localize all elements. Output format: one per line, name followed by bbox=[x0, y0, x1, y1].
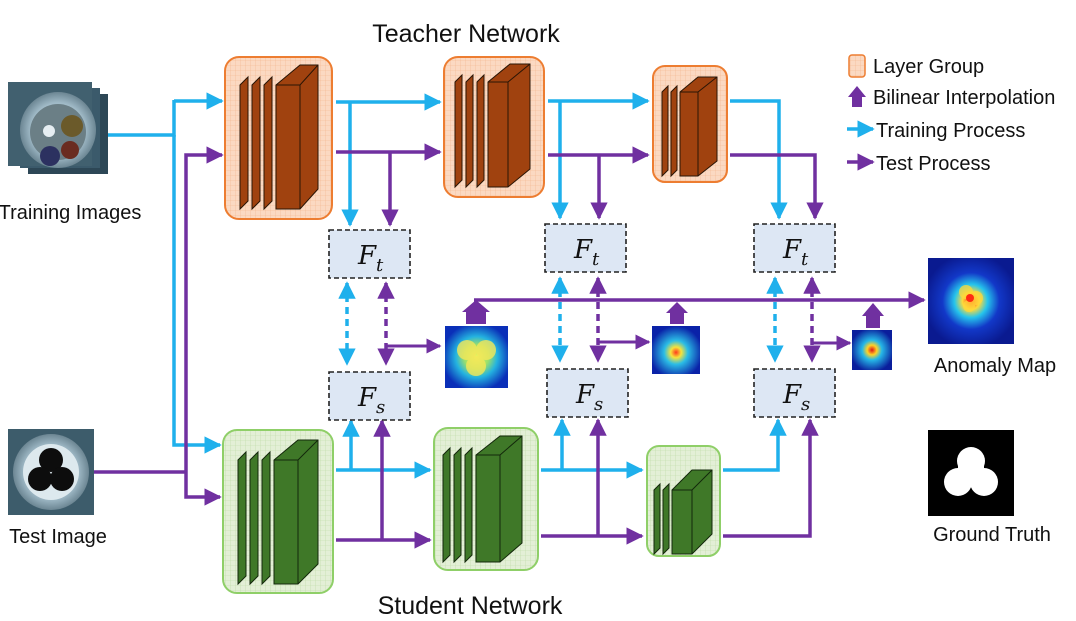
teacher-layer-group-1 bbox=[224, 56, 333, 220]
svg-text:Fs: Fs bbox=[357, 383, 385, 418]
teacher-feature-symbol: F bbox=[782, 235, 802, 265]
teacher-feature-box-2: Ft bbox=[544, 223, 627, 273]
student-test-flow bbox=[336, 418, 819, 549]
svg-text:Fs: Fs bbox=[575, 380, 603, 415]
teacher-feature-box-3: Ft bbox=[753, 223, 836, 273]
teacher-training-flow bbox=[336, 92, 788, 227]
heatmap-stage-1 bbox=[445, 326, 508, 388]
svg-text:Ft: Ft bbox=[782, 235, 809, 270]
bilinear-upsample-icon bbox=[666, 302, 688, 324]
student-feature-box-1: Fs bbox=[328, 371, 411, 421]
student-layer-group-3 bbox=[646, 445, 721, 557]
training-images-thumbnail bbox=[8, 82, 108, 174]
heatmap-stage-2 bbox=[652, 326, 700, 374]
test-image-thumbnail bbox=[8, 429, 94, 515]
student-feature-box-2: Fs bbox=[546, 368, 629, 418]
svg-text:Ft: Ft bbox=[357, 241, 384, 276]
teacher-test-flow bbox=[336, 143, 824, 227]
legend-bilinear-icon bbox=[848, 86, 866, 107]
legend: Layer Group Bilinear Interpolation Train… bbox=[847, 54, 1055, 175]
training-input-arrows bbox=[108, 92, 224, 454]
teacher-feature-subscript: t bbox=[801, 249, 809, 270]
teacher-feature-subscript: t bbox=[376, 255, 384, 276]
ground-truth-label: Ground Truth bbox=[933, 524, 1051, 546]
student-layer-group-1 bbox=[222, 429, 334, 594]
difference-map-arrows bbox=[386, 334, 852, 354]
anomaly-map-image bbox=[928, 258, 1014, 344]
training-images-label: Training Images bbox=[0, 202, 141, 224]
teacher-feature-box-1: Ft bbox=[328, 229, 411, 279]
teacher-feature-subscript: t bbox=[592, 249, 600, 270]
student-feature-symbol: F bbox=[357, 383, 377, 413]
bilinear-upsample-icon bbox=[462, 300, 490, 324]
teacher-network-title: Teacher Network bbox=[372, 20, 560, 48]
legend-layer-group-swatch bbox=[848, 54, 866, 78]
test-image-label: Test Image bbox=[9, 526, 107, 548]
student-feature-subscript: s bbox=[594, 394, 603, 415]
ground-truth-image bbox=[928, 430, 1014, 516]
student-layer-group-2 bbox=[433, 427, 539, 571]
legend-training-label: Training Process bbox=[876, 120, 1025, 142]
student-network-title: Student Network bbox=[378, 592, 563, 620]
teacher-feature-symbol: F bbox=[573, 235, 593, 265]
svg-text:Ft: Ft bbox=[573, 235, 600, 270]
teacher-layer-group-3 bbox=[652, 65, 728, 183]
dashed-training-comparisons bbox=[338, 276, 784, 366]
student-feature-subscript: s bbox=[376, 397, 385, 418]
teacher-layer-group-2 bbox=[443, 56, 545, 198]
legend-layer-group-label: Layer Group bbox=[873, 56, 984, 78]
student-feature-symbol: F bbox=[575, 380, 595, 410]
student-feature-subscript: s bbox=[801, 394, 810, 415]
legend-test-label: Test Process bbox=[876, 153, 990, 175]
teacher-feature-symbol: F bbox=[357, 241, 377, 271]
student-feature-box-3: Fs bbox=[753, 368, 836, 418]
test-input-arrows bbox=[94, 146, 224, 506]
heatmap-stage-3 bbox=[852, 330, 892, 370]
dashed-test-comparisons bbox=[377, 276, 821, 366]
legend-bilinear-label: Bilinear Interpolation bbox=[873, 87, 1055, 109]
anomaly-map-label: Anomaly Map bbox=[934, 355, 1056, 377]
student-feature-symbol: F bbox=[782, 380, 802, 410]
bilinear-upsample-icon bbox=[862, 303, 884, 328]
svg-text:Fs: Fs bbox=[782, 380, 810, 415]
